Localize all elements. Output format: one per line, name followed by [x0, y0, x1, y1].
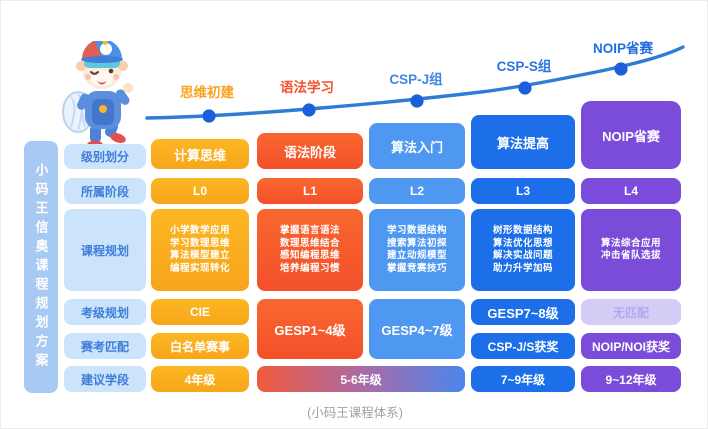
milestone-dot-2: [302, 103, 316, 117]
plan-line: 算法优化思想: [492, 237, 553, 249]
plan-line: 掌握语言语法: [279, 225, 340, 236]
exam-cell-gesp1-4: GESP1~4级: [257, 299, 363, 359]
stage-cell-l4: L4: [581, 178, 681, 204]
grade-cell-g5-6: 5-6年级: [257, 366, 465, 392]
caption: (小码王课程体系): [307, 406, 403, 420]
plan-line: 小学数学应用: [169, 225, 230, 236]
exam-cell-cie: CIE: [151, 299, 249, 325]
milestone-label-csps: CSP-S组: [496, 59, 552, 74]
row-label-level: 级别划分: [64, 144, 146, 169]
row-label-plan: 课程规划: [64, 209, 146, 291]
milestone-label-siwei: 思维初建: [180, 85, 234, 100]
plan-line: 数理思维结合: [279, 237, 340, 249]
level-header-syntax-stage: 语法阶段: [257, 133, 363, 169]
level-header-computational-thinking: 计算思维: [151, 139, 249, 169]
row-label-exam: 考级规划: [64, 299, 146, 325]
plan-line: 学习数据结构: [386, 225, 447, 236]
milestone-dot-4: [518, 81, 532, 95]
row-label-grade: 建议学段: [64, 366, 146, 392]
milestone-label-yufa: 语法学习: [280, 80, 334, 95]
exam-cell-no-match: 无匹配: [581, 299, 681, 325]
milestone-label-noip: NOIP省赛: [592, 41, 654, 56]
stage-cell-l1: L1: [257, 178, 363, 204]
match-cell-noip-award: NOIP/NOI获奖: [581, 333, 681, 359]
plan-line: 建立动规模型: [386, 250, 447, 261]
plan-line: 解决实战问题: [492, 250, 553, 261]
row-label-match: 赛考匹配: [64, 333, 146, 359]
stage-cell-l2: L2: [369, 178, 465, 204]
exam-cell-gesp4-7: GESP4~7级: [369, 299, 465, 359]
plan-line: 算法综合应用: [600, 237, 661, 249]
milestone-dot-5: [614, 62, 628, 76]
exam-cell-gesp7-8: GESP7~8级: [471, 299, 575, 325]
grade-cell-g7-9: 7~9年级: [471, 366, 575, 392]
plan-line: 助力升学加码: [492, 262, 553, 274]
milestone-dot-3: [410, 94, 424, 108]
plan-line: 感知编程思维: [279, 250, 340, 261]
plan-line: 掌握竞赛技巧: [386, 262, 447, 274]
milestone-dot-1: [202, 109, 216, 123]
match-cell-csp-award: CSP-J/S获奖: [471, 333, 575, 359]
plan-cell-l3: 树形数据结构 算法优化思想 解决实战问题 助力升学加码: [471, 209, 575, 291]
plan-cell-l2: 学习数据结构 搜索算法初探 建立动规模型 掌握竞赛技巧: [369, 209, 465, 291]
grade-cell-g4: 4年级: [151, 366, 249, 392]
row-label-stage: 所属阶段: [64, 178, 146, 204]
plan-line: 树形数据结构: [492, 225, 553, 236]
level-header-noip-provincial: NOIP省赛: [581, 101, 681, 169]
stage-cell-l3: L3: [471, 178, 575, 204]
plan-line: 搜索算法初探: [386, 237, 447, 249]
sidebar-title: 小码王信奥课程规划方案: [24, 141, 58, 393]
plan-cell-l4: 算法综合应用 冲击省队选拔: [581, 209, 681, 291]
plan-cell-l1: 掌握语言语法 数理思维结合 感知编程思维 培养编程习惯: [257, 209, 363, 291]
plan-line: 培养编程习惯: [279, 262, 340, 274]
stage-cell-l0: L0: [151, 178, 249, 204]
plan-cell-l0: 小学数学应用 学习数理思维 算法模型建立 编程实现转化: [151, 209, 249, 291]
plan-line: 冲击省队选拔: [600, 250, 661, 261]
plan-line: 算法模型建立: [169, 250, 230, 261]
mascot-illustration: [62, 41, 133, 150]
level-header-algorithm-intro: 算法入门: [369, 123, 465, 169]
plan-line: 编程实现转化: [169, 262, 230, 274]
level-header-algorithm-advanced: 算法提高: [471, 115, 575, 169]
grade-cell-g9-12: 9~12年级: [581, 366, 681, 392]
sidebar-title-text: 小码王信奥课程规划方案: [33, 162, 49, 372]
match-cell-whitelist: 白名单赛事: [151, 333, 249, 359]
plan-line: 学习数理思维: [169, 237, 230, 249]
milestone-label-cspj: CSP-J组: [389, 72, 443, 87]
